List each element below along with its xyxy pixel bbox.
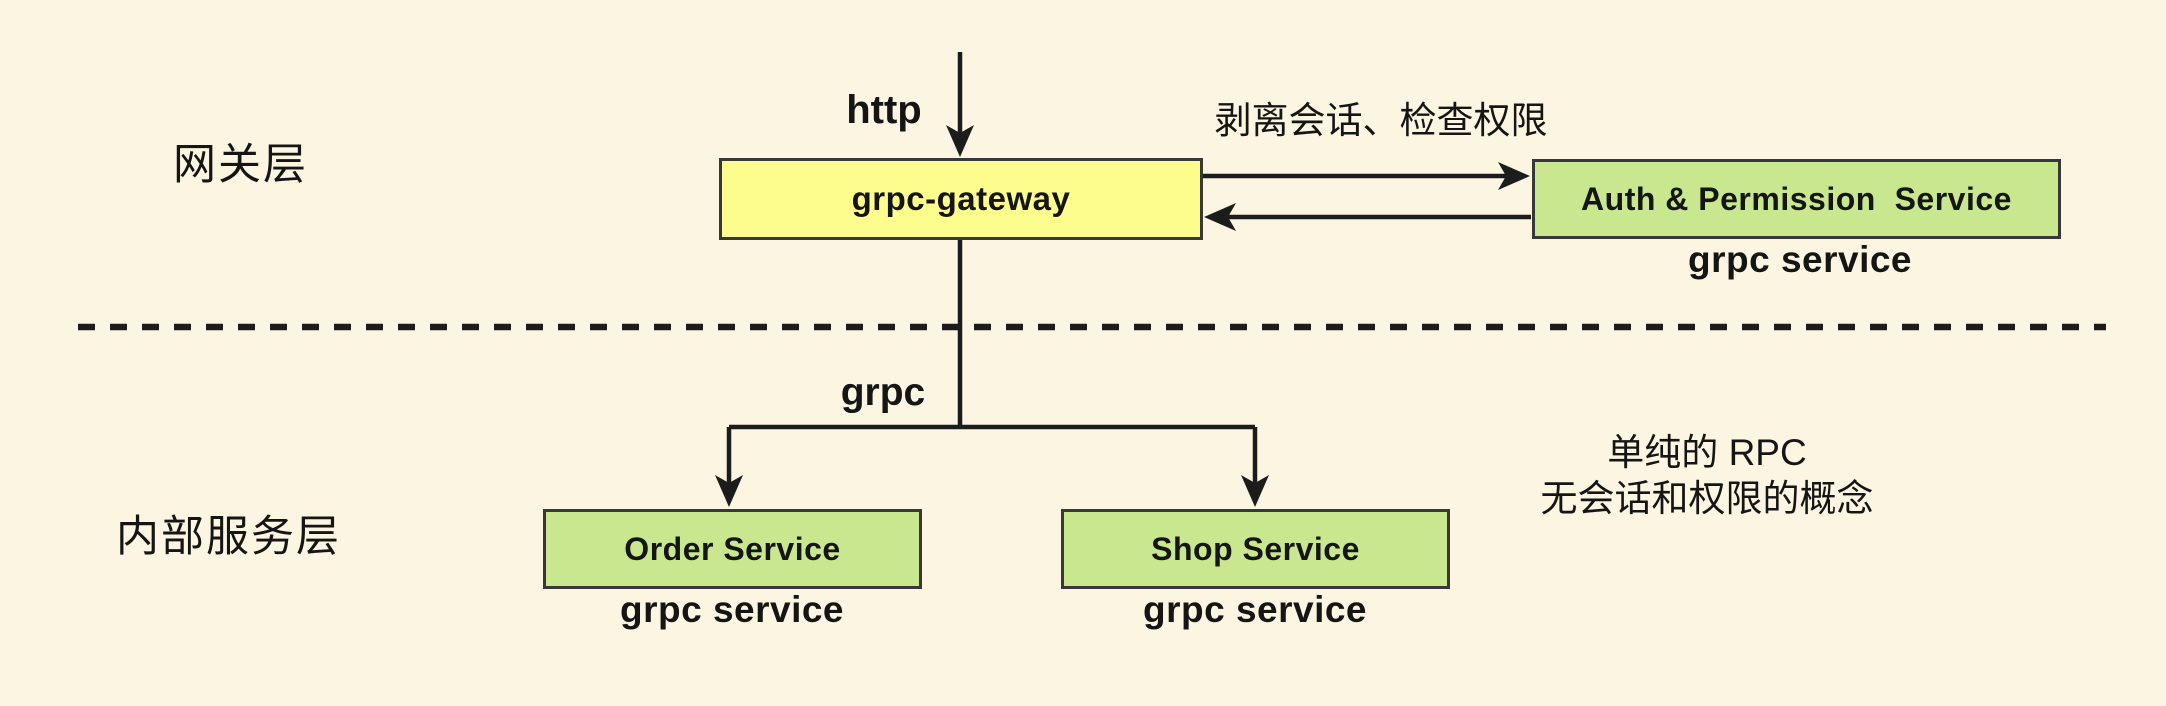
grpc-edge-label: grpc bbox=[840, 371, 926, 414]
order-service-node-label: Order Service bbox=[624, 530, 841, 567]
internal-layer-label: 内部服务层 bbox=[116, 513, 341, 561]
http-arrowhead bbox=[946, 125, 974, 157]
order-service-node: Order Service bbox=[543, 509, 922, 589]
shop-service-node-label: Shop Service bbox=[1151, 530, 1360, 567]
shop-drop-arrowhead bbox=[1241, 475, 1269, 507]
auth-to-gateway-arrowhead bbox=[1204, 203, 1236, 231]
rpc-note-line-1: 单纯的 RPC bbox=[1607, 432, 1807, 473]
rpc-note-annotation: 单纯的 RPC 无会话和权限的概念 bbox=[1507, 430, 1907, 522]
auth-permission-service-node: Auth & Permission Service bbox=[1532, 159, 2061, 239]
http-edge-label: http bbox=[846, 88, 922, 132]
auth-grpc-service-caption: grpc service bbox=[1687, 239, 1913, 280]
grpc-gateway-node-label: grpc-gateway bbox=[851, 180, 1071, 217]
auth-note-annotation: 剥离会话、检查权限 bbox=[1214, 100, 1548, 141]
order-grpc-service-caption: grpc service bbox=[619, 589, 845, 630]
gateway-layer-label: 网关层 bbox=[173, 141, 308, 189]
order-drop-arrowhead bbox=[715, 475, 743, 507]
rpc-note-line-2: 无会话和权限的概念 bbox=[1540, 478, 1874, 519]
grpc-gateway-node: grpc-gateway bbox=[719, 158, 1203, 240]
shop-grpc-service-caption: grpc service bbox=[1142, 589, 1368, 630]
gateway-to-auth-arrowhead bbox=[1498, 162, 1530, 190]
shop-service-node: Shop Service bbox=[1061, 509, 1450, 589]
auth-permission-service-node-label: Auth & Permission Service bbox=[1581, 180, 2012, 217]
